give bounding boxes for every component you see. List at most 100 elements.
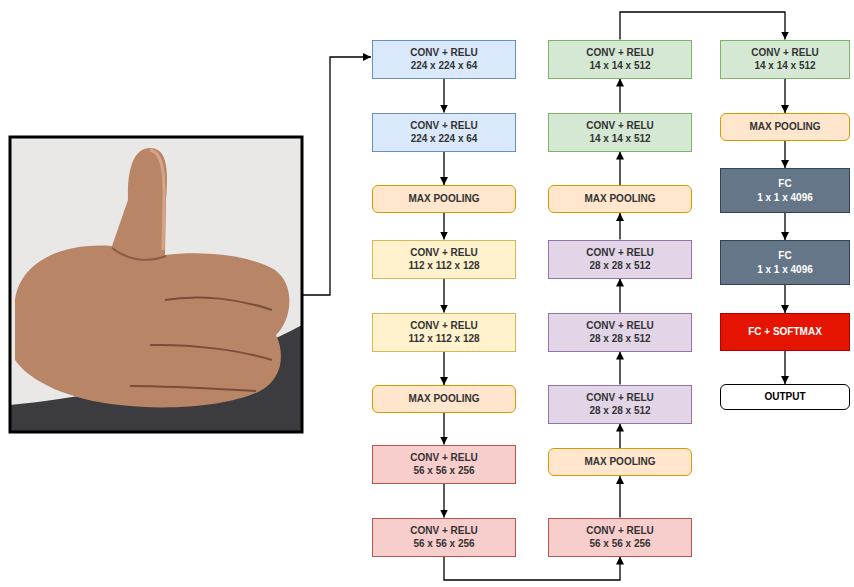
block-label: MAX POOLING: [584, 192, 655, 206]
block-label: CONV + RELU: [410, 451, 478, 465]
text-holder: CONV + RELU56 x 56 x 256: [582, 522, 658, 553]
conv-block: CONV + RELU224 x 224 x 64: [372, 113, 516, 152]
text-holder: CONV + RELU14 x 14 x 512: [582, 117, 658, 148]
block-label: OUTPUT: [764, 390, 805, 404]
pooling-block: MAX POOLING: [548, 448, 692, 476]
block-label: MAX POOLING: [584, 455, 655, 469]
text-holder: CONV + RELU112 x 112 x 128: [404, 317, 483, 348]
flow-arrow: [443, 484, 444, 518]
conv-block: CONV + RELU28 x 28 x 512: [548, 313, 692, 352]
flow-arrow: [443, 152, 444, 186]
block-label: FC: [757, 249, 813, 263]
pooling-block: MAX POOLING: [720, 113, 850, 141]
hand-shape: [15, 148, 289, 407]
block-label: CONV + RELU: [586, 246, 654, 260]
fc-block: FC1 x 1 x 4096: [720, 240, 850, 285]
flow-arrow: [443, 352, 444, 386]
conv-block: CONV + RELU112 x 112 x 128: [372, 313, 516, 352]
text-holder: CONV + RELU56 x 56 x 256: [406, 522, 482, 553]
text-holder: CONV + RELU14 x 14 x 512: [747, 44, 823, 75]
block-label: 112 x 112 x 128: [408, 332, 479, 346]
conv-block: CONV + RELU56 x 56 x 256: [372, 445, 516, 484]
text-holder: CONV + RELU224 x 224 x 64: [406, 117, 482, 148]
block-label: CONV + RELU: [410, 119, 478, 133]
flow-arrow: [784, 141, 785, 168]
block-label: FC: [757, 177, 813, 191]
conv-block: CONV + RELU28 x 28 x 512: [548, 385, 692, 424]
text-holder: MAX POOLING: [745, 118, 824, 136]
connector-layer: [444, 12, 785, 580]
text-holder: CONV + RELU28 x 28 x 512: [582, 317, 658, 348]
block-label: 1 x 1 x 4096: [757, 191, 813, 205]
photo-background: [10, 137, 302, 432]
pooling-block: MAX POOLING: [372, 185, 516, 213]
flow-arrow: [619, 279, 620, 313]
block-label: CONV + RELU: [408, 319, 479, 333]
block-label: 224 x 224 x 64: [410, 132, 478, 146]
block-label: CONV + RELU: [751, 46, 819, 60]
block-label: CONV + RELU: [586, 46, 654, 60]
conv-block: CONV + RELU14 x 14 x 512: [720, 40, 850, 79]
flow-arrow: [784, 351, 785, 384]
flow-arrow: [443, 279, 444, 313]
conv-block: CONV + RELU14 x 14 x 512: [548, 113, 692, 152]
text-holder: CONV + RELU14 x 14 x 512: [582, 44, 658, 75]
finger-line: [150, 345, 272, 360]
flow-arrow: [619, 213, 620, 240]
flow-arrow: [784, 79, 785, 114]
conv-block: CONV + RELU224 x 224 x 64: [372, 40, 516, 79]
flow-arrow: [619, 352, 620, 385]
text-holder: OUTPUT: [760, 388, 809, 406]
text-holder: MAX POOLING: [580, 190, 659, 208]
block-label: FC + SOFTMAX: [748, 325, 822, 339]
flow-arrow: [443, 213, 444, 240]
block-label: CONV + RELU: [408, 246, 479, 260]
block-label: 14 x 14 x 512: [586, 59, 654, 73]
text-holder: MAX POOLING: [404, 390, 483, 408]
flow-arrow: [620, 12, 785, 40]
block-label: 14 x 14 x 512: [751, 59, 819, 73]
output-box: OUTPUT: [720, 384, 850, 410]
flow-arrow: [619, 424, 620, 449]
text-holder: CONV + RELU56 x 56 x 256: [406, 449, 482, 480]
pooling-block: MAX POOLING: [372, 385, 516, 413]
hand-photo: [10, 137, 302, 432]
input-arrow: [303, 57, 371, 295]
block-label: 28 x 28 x 512: [586, 259, 654, 273]
text-holder: CONV + RELU112 x 112 x 128: [404, 244, 483, 275]
finger-line: [130, 386, 256, 391]
fc-block: FC1 x 1 x 4096: [720, 168, 850, 213]
block-label: MAX POOLING: [749, 120, 820, 134]
thumb-crease: [112, 248, 166, 260]
conv-block: CONV + RELU14 x 14 x 512: [548, 40, 692, 79]
block-label: 28 x 28 x 512: [586, 332, 654, 346]
flow-arrow: [619, 152, 620, 186]
block-label: MAX POOLING: [408, 392, 479, 406]
flow-arrow: [784, 213, 785, 240]
flow-arrow: [443, 79, 444, 113]
photo-frame: [10, 137, 302, 432]
text-holder: FC1 x 1 x 4096: [753, 247, 817, 278]
conv-block: CONV + RELU56 x 56 x 256: [548, 518, 692, 557]
flow-arrow: [444, 557, 620, 581]
conv-block: CONV + RELU56 x 56 x 256: [372, 518, 516, 557]
text-holder: CONV + RELU28 x 28 x 512: [582, 389, 658, 420]
thumb-highlight: [150, 150, 164, 250]
flow-arrow: [619, 79, 620, 113]
text-holder: MAX POOLING: [580, 453, 659, 471]
block-label: 28 x 28 x 512: [586, 404, 654, 418]
block-label: 112 x 112 x 128: [408, 259, 479, 273]
block-label: 1 x 1 x 4096: [757, 263, 813, 277]
block-label: CONV + RELU: [410, 524, 478, 538]
flow-arrow: [784, 285, 785, 313]
conv-block: CONV + RELU112 x 112 x 128: [372, 240, 516, 279]
block-label: 56 x 56 x 256: [410, 537, 478, 551]
text-holder: CONV + RELU224 x 224 x 64: [406, 44, 482, 75]
flow-arrow: [443, 413, 444, 445]
block-label: CONV + RELU: [410, 46, 478, 60]
block-label: 56 x 56 x 256: [586, 537, 654, 551]
block-label: 224 x 224 x 64: [410, 59, 478, 73]
block-label: CONV + RELU: [586, 119, 654, 133]
text-holder: FC + SOFTMAX: [744, 323, 826, 341]
